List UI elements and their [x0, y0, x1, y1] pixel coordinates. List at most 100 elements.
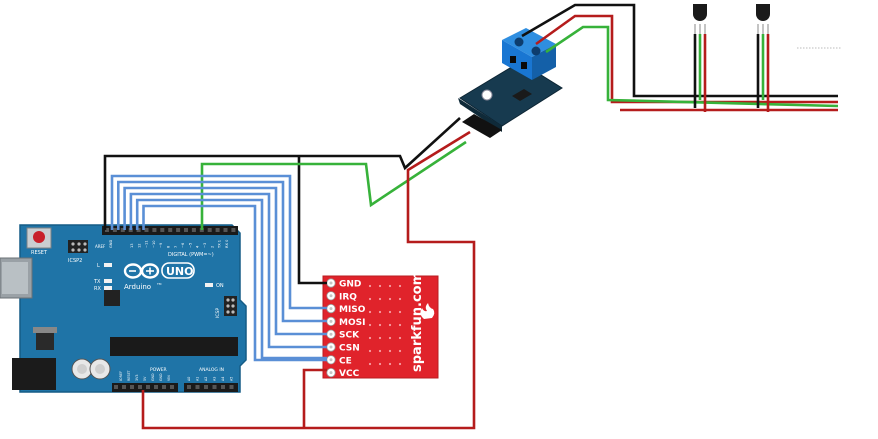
digital-pin-label: ~9 [159, 242, 163, 248]
tx-led [104, 279, 112, 283]
trace-dot [388, 297, 392, 301]
wire-spi [117, 180, 327, 323]
wire-spi [110, 174, 327, 310]
power-pin-hole [114, 385, 118, 389]
trace-dot [388, 349, 392, 353]
analog-pin-label: A1 [196, 377, 200, 381]
digital-pin-label: 7 [174, 246, 178, 248]
digital-pin-hole [184, 228, 188, 232]
trace-dot [368, 297, 372, 301]
breakout-brand: sparkfun.com [410, 272, 425, 372]
sparkfun-flame-icon [420, 303, 435, 319]
trace-dot [368, 349, 372, 353]
breakout-pin-hole [329, 307, 333, 311]
power-pin-hole [154, 385, 158, 389]
breakout-pin-label: CE [339, 356, 352, 366]
digital-pin-hole [136, 228, 141, 232]
analog-pin-hole [229, 385, 234, 389]
power-label: POWER [150, 367, 167, 373]
power-pin-hole [146, 385, 150, 389]
power-jack [12, 358, 56, 390]
digital-pin-hole [231, 228, 236, 232]
wires [103, 3, 839, 430]
trace-dot [378, 336, 382, 340]
tm-label: TM [156, 282, 162, 286]
digital-pin-hole [215, 228, 220, 232]
analog-pin-label: A4 [221, 377, 225, 381]
l-led [104, 263, 112, 267]
icsp2-label: ICSP2 [68, 258, 82, 264]
digital-pin-label: 2 [210, 246, 214, 248]
analog-pin-hole [221, 385, 225, 389]
rx-label: RX [94, 286, 101, 292]
digital-pin-label: ~6 [181, 242, 185, 248]
digital-pin-hole [207, 228, 212, 232]
trace-dot [368, 284, 372, 288]
breakout-pin-label: GND [339, 280, 361, 290]
breakout-pin-hole [329, 371, 333, 375]
digital-pin-label: ~3 [203, 243, 207, 248]
trace-dot [378, 297, 382, 301]
digital-pin-label: ~11 [145, 240, 149, 248]
breakout-pin-label: CSN [339, 344, 360, 354]
voltage-regulator [36, 330, 54, 350]
power-pin-hole [170, 385, 174, 389]
tx-label: TX [93, 279, 101, 285]
wire-vcc-breakout [302, 368, 327, 428]
sensor-probe-2 [756, 4, 770, 34]
icsp2-header [68, 240, 88, 253]
wire-signal-sensor [200, 140, 467, 230]
digital-pin-label: RX 0 [225, 239, 229, 248]
current-sensor-module [458, 28, 563, 138]
analog-pin-label: A2 [204, 377, 208, 381]
screw-terminal [502, 28, 556, 80]
trace-dot [398, 349, 402, 353]
digital-pin-label: ~10 [152, 240, 156, 248]
trace-dot [398, 362, 402, 366]
analog-header [184, 383, 238, 392]
power-pin-hole [130, 385, 134, 389]
digital-pin-label: 12 [137, 243, 141, 248]
brand-label: Arduino [124, 283, 151, 291]
breakout-pin-label: IRQ [339, 292, 357, 302]
power-pin-label: GND [151, 373, 155, 381]
analog-pin-label: A0 [187, 377, 191, 381]
trace-dot [378, 323, 382, 327]
power-pin-label: VIN [167, 375, 171, 381]
analog-pin-label: A5 [230, 377, 234, 381]
digital-pin-hole [191, 228, 196, 232]
power-pin-label: IOREF [119, 371, 123, 381]
trace-dot [388, 362, 392, 366]
digital-pin-hole [120, 228, 125, 232]
trace-dot [398, 284, 402, 288]
trace-dot [388, 323, 392, 327]
analog-pin-label: A3 [213, 377, 217, 381]
analog-pin-hole [204, 385, 208, 389]
rx-led [104, 286, 112, 290]
trace-dot [378, 310, 382, 314]
wire-terminal-green [545, 25, 839, 108]
module-header [462, 114, 502, 138]
icsp-label: ICSP [215, 308, 221, 318]
trace-dot [388, 284, 392, 288]
trace-dot [378, 349, 382, 353]
wire-spi [123, 186, 327, 336]
breakout-pin-hole [329, 319, 333, 323]
digital-pin-hole [112, 228, 117, 232]
breakout-pin-hole [329, 358, 333, 362]
breakout-pin-label: MISO [339, 305, 366, 315]
mounting-hole [481, 89, 493, 101]
trace-dot [378, 284, 382, 288]
digital-pin-hole [144, 228, 149, 232]
analog-pin-hole [212, 385, 217, 389]
power-pin-hole [162, 385, 166, 389]
atmega-chip [110, 337, 238, 356]
breakout-pin-hole [329, 281, 333, 285]
trace-dot [388, 310, 392, 314]
gnd-pin-label: GND [109, 240, 113, 248]
uno-badge [161, 262, 195, 279]
trace-dot [368, 323, 372, 327]
